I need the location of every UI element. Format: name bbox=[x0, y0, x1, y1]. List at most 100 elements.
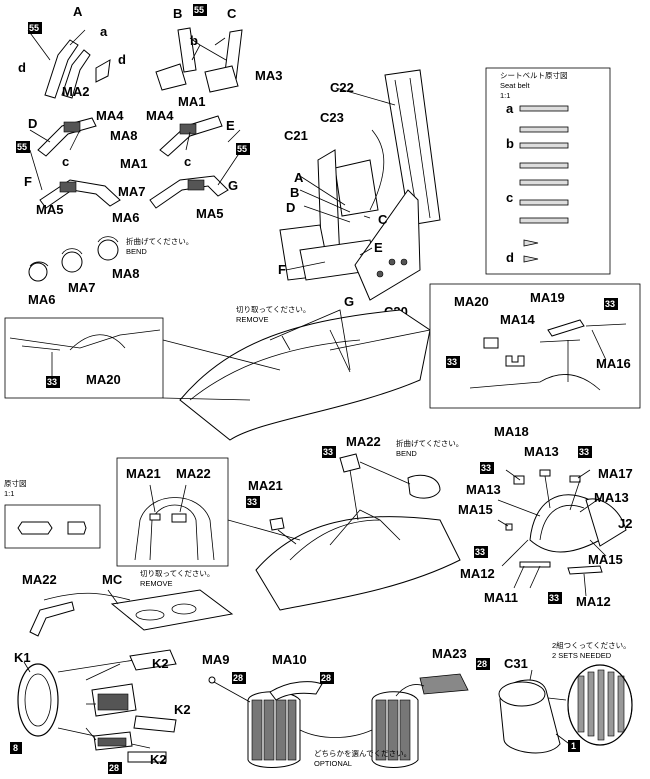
seat-label-A: A bbox=[294, 170, 304, 185]
label-MA2: MA2 bbox=[62, 84, 89, 99]
svg-text:33: 33 bbox=[475, 547, 485, 557]
cockpit-right-MA16: MA16 bbox=[596, 356, 631, 371]
part-MA22 bbox=[339, 453, 361, 473]
seat-side-C20 bbox=[354, 189, 421, 301]
label-E: E bbox=[226, 118, 235, 133]
label-D: D bbox=[28, 116, 37, 131]
label-MA7-bend: MA7 bbox=[68, 280, 95, 295]
cockpit-left-inset bbox=[4, 317, 164, 399]
seat-label-E: E bbox=[374, 240, 383, 255]
bend-part bbox=[28, 262, 48, 282]
nozzle-MA10: MA10 bbox=[272, 652, 307, 667]
remove-note-jp: 切り取ってください。 bbox=[236, 305, 310, 314]
svg-text:55: 55 bbox=[17, 142, 27, 152]
nose-MA11: MA11 bbox=[484, 590, 518, 605]
nose-MA18: MA18 bbox=[494, 424, 529, 439]
canopy-MA22-inset: MA22 bbox=[176, 466, 211, 481]
belt-buckle bbox=[95, 59, 111, 83]
svg-text:33: 33 bbox=[605, 299, 615, 309]
bend-detail bbox=[407, 474, 441, 499]
nose-MA13a: MA13 bbox=[524, 444, 559, 459]
svg-text:8: 8 bbox=[13, 743, 18, 753]
seat-label-B: B bbox=[290, 185, 299, 200]
label-MA4-left: MA4 bbox=[96, 108, 124, 123]
badge-33-n4: 33 bbox=[548, 592, 562, 604]
c31-note-jp: 2組つくってください。 bbox=[552, 640, 631, 650]
label-MA3: MA3 bbox=[255, 68, 282, 83]
svg-text:33: 33 bbox=[47, 377, 57, 387]
engine-K2b: K2 bbox=[174, 702, 191, 717]
seatbelt-group-top bbox=[27, 27, 243, 282]
belt-clip bbox=[59, 181, 77, 193]
svg-text:33: 33 bbox=[447, 357, 457, 367]
c31-note-en: 2 SETS NEEDED bbox=[552, 651, 612, 660]
label-MA7: MA7 bbox=[118, 184, 145, 199]
engine-assembly bbox=[17, 649, 177, 763]
svg-text:28: 28 bbox=[477, 659, 487, 669]
label-MA6-bend: MA6 bbox=[28, 292, 55, 307]
scale-label-c: c bbox=[506, 190, 513, 205]
scale-label-a: a bbox=[506, 101, 514, 116]
c31-label: C31 bbox=[504, 656, 528, 671]
badge-28-n1: 28 bbox=[232, 672, 246, 684]
seat-label-G: G bbox=[344, 294, 354, 309]
label-A: A bbox=[73, 4, 83, 19]
nose-MA13b: MA13 bbox=[466, 482, 501, 497]
part-J2 bbox=[585, 498, 627, 547]
nose-MA15b: MA15 bbox=[588, 552, 623, 567]
part-K2 bbox=[127, 751, 167, 763]
cockpit-right-MA19: MA19 bbox=[530, 290, 565, 305]
label-a: a bbox=[100, 24, 108, 39]
badge-33-n2: 33 bbox=[578, 446, 592, 458]
badge-55-a: 55 bbox=[28, 22, 42, 34]
mc-MC: MC bbox=[102, 572, 123, 587]
badge-33-c2: 33 bbox=[246, 496, 260, 508]
nose-MA12b: MA12 bbox=[576, 594, 611, 609]
label-MA6: MA6 bbox=[112, 210, 139, 225]
bend-arrow bbox=[97, 236, 119, 243]
svg-text:33: 33 bbox=[481, 463, 491, 473]
part-MA10 bbox=[269, 681, 323, 701]
label-G: G bbox=[228, 178, 238, 193]
nozzle-MA23: MA23 bbox=[432, 646, 467, 661]
fuselage-canopy bbox=[227, 453, 461, 611]
lap-belt bbox=[37, 117, 97, 157]
shoulder-belt bbox=[149, 175, 229, 209]
svg-text:28: 28 bbox=[109, 763, 119, 773]
canopy-MA21-inset: MA21 bbox=[126, 466, 161, 481]
cockpit-right-MA14: MA14 bbox=[500, 312, 535, 327]
label-MA5-left: MA5 bbox=[36, 202, 63, 217]
bend-note-en: BEND bbox=[126, 247, 147, 256]
optional-note-en: OPTIONAL bbox=[314, 759, 352, 768]
engine-K2c: K2 bbox=[150, 752, 167, 767]
part-K2 bbox=[129, 649, 177, 671]
badge-33-c1: 33 bbox=[322, 446, 336, 458]
seat-label-D: D bbox=[286, 200, 295, 215]
nose-MA13c: MA13 bbox=[594, 490, 629, 505]
label-MA1-top: MA1 bbox=[178, 94, 205, 109]
svg-text:28: 28 bbox=[233, 673, 243, 683]
badge-8: 8 bbox=[10, 742, 22, 754]
canopy-MA21: MA21 bbox=[248, 478, 283, 493]
bend-note2-en: BEND bbox=[396, 449, 417, 458]
actual-size-jp: 原寸図 bbox=[4, 478, 27, 488]
bend-part bbox=[97, 239, 119, 261]
seat-label-F: F bbox=[278, 262, 286, 277]
guide-line bbox=[369, 129, 385, 211]
belt-clip bbox=[63, 121, 81, 133]
fuselage-top bbox=[162, 309, 431, 441]
seatbelt-scale-en: Seat belt bbox=[500, 81, 531, 90]
part-MA23 bbox=[419, 673, 469, 695]
label-b: b bbox=[190, 33, 198, 48]
seat-back-C23 bbox=[334, 159, 379, 217]
belt-buckle bbox=[155, 63, 187, 91]
badge-1: 1 bbox=[568, 740, 580, 752]
belt-strap bbox=[61, 49, 91, 99]
bend-arrow bbox=[29, 261, 49, 267]
label-MA1-mid: MA1 bbox=[120, 156, 147, 171]
label-MA5-right: MA5 bbox=[196, 206, 223, 221]
part-MA21 bbox=[269, 517, 285, 531]
label-F: F bbox=[24, 174, 32, 189]
bend-note-jp: 折曲げてください。 bbox=[126, 236, 193, 246]
